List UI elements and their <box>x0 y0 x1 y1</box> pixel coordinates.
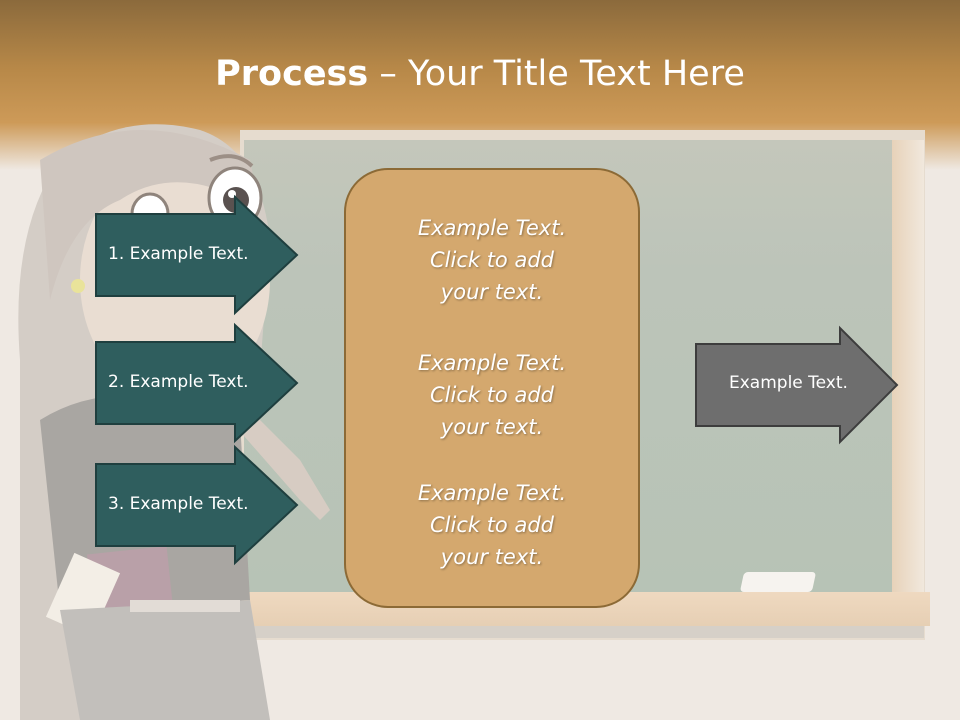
block-line: your text. <box>440 415 544 439</box>
step-arrow-1[interactable]: 1. Example Text. <box>95 194 299 316</box>
center-text-block-3[interactable]: Example Text. Click to add your text. <box>344 477 640 573</box>
block-line: Click to add <box>429 383 554 407</box>
slide-title: Process – Your Title Text Here <box>0 54 960 94</box>
result-arrow-label: Example Text. <box>729 373 848 393</box>
step-arrow-2[interactable]: 2. Example Text. <box>95 322 299 444</box>
block-line: your text. <box>440 545 544 569</box>
step-arrow-3[interactable]: 3. Example Text. <box>95 444 299 566</box>
result-arrow[interactable]: Example Text. <box>695 325 899 445</box>
center-text-block-1[interactable]: Example Text. Click to add your text. <box>344 212 640 308</box>
chalkboard-side-frame <box>892 140 924 620</box>
block-line: Click to add <box>429 513 554 537</box>
step-arrow-label: 2. Example Text. <box>108 372 249 392</box>
step-arrow-label: 1. Example Text. <box>108 244 249 264</box>
arrow-right-icon <box>95 194 299 316</box>
title-bold: Process <box>215 54 369 94</box>
chalk-tray-shadow <box>236 626 924 638</box>
block-line: Example Text. <box>417 351 567 375</box>
center-text-block-2[interactable]: Example Text. Click to add your text. <box>344 347 640 443</box>
center-text-box[interactable] <box>344 168 640 608</box>
arrow-right-icon <box>95 444 299 566</box>
block-line: Example Text. <box>417 216 567 240</box>
block-line: Example Text. <box>417 481 567 505</box>
title-rest: – Your Title Text Here <box>368 54 745 94</box>
block-line: Click to add <box>429 248 554 272</box>
arrow-right-icon <box>95 322 299 444</box>
chalk-piece <box>739 572 817 592</box>
arrow-right-icon <box>695 325 899 445</box>
block-line: your text. <box>440 280 544 304</box>
step-arrow-label: 3. Example Text. <box>108 494 249 514</box>
